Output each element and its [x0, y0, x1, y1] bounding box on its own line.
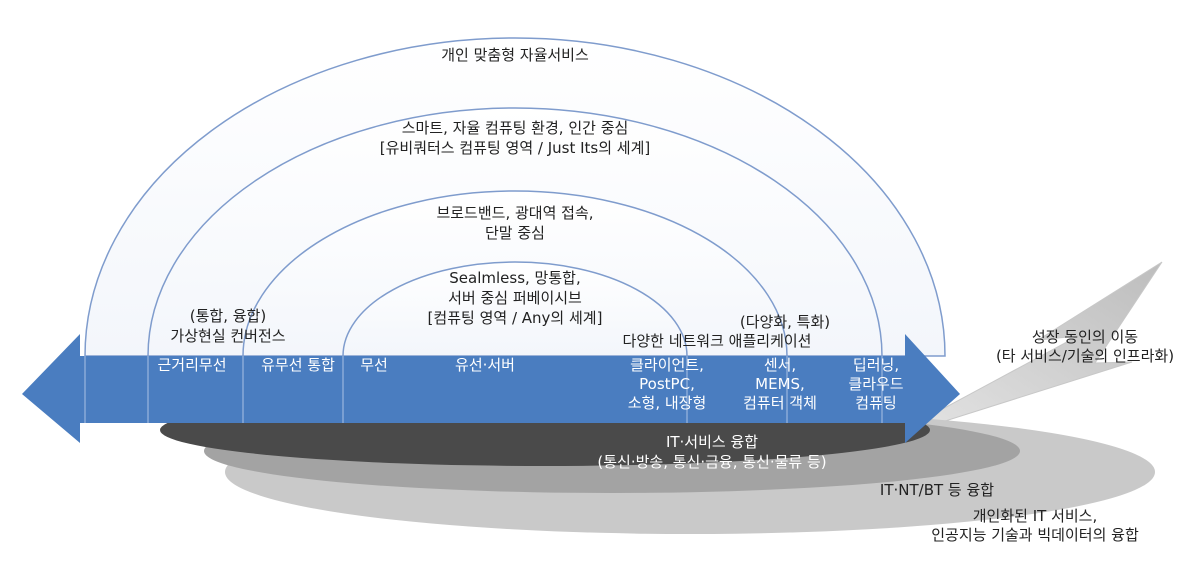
growth-text-2: (타 서비스/기술의 인프라화) — [995, 347, 1175, 365]
it-nt-bt-text: IT·NT/BT 등 융합 — [879, 481, 995, 499]
second-arc-text-1: 스마트, 자율 컴퓨팅 환경, 인간 중심 — [401, 119, 629, 137]
sensor-text-2: MEMS, — [755, 375, 805, 393]
convergence-text-2: 가상현실 컨버전스 — [170, 327, 286, 345]
client-text-2: PostPC, — [639, 375, 695, 393]
inner-arc — [342, 261, 688, 357]
growth-text-1: 성장 동인의 이동 — [1031, 328, 1139, 346]
deep-text-1: 딥러닝, — [852, 356, 900, 374]
personal-it-text-2: 인공지능 기술과 빅데이터의 융합 — [931, 526, 1139, 544]
second-arc-text-2: [유비쿼터스 컴퓨팅 영역 / Just Its의 세계] — [379, 139, 651, 157]
personal-it-label: 개인화된 IT 서비스, 인공지능 기술과 빅데이터의 융합 — [931, 507, 1139, 545]
arrow-wireless: 무선 — [360, 356, 388, 374]
inner-arc-label: Sealmless, 망통합, 서버 중심 퍼베이시브 [컴퓨팅 영역 / An… — [428, 268, 603, 328]
diversify-label: (다양화, 특화) — [740, 313, 830, 331]
outer-arc-label: 개인 맞춤형 자율서비스 — [441, 46, 589, 64]
sensor-text-3: 컴퓨터 객체 — [743, 394, 817, 412]
arrow-short-range: 근거리무선 — [157, 356, 226, 374]
arrow-sensor: 센서, MEMS, 컴퓨터 객체 — [743, 356, 817, 413]
wireless-text: 무선 — [360, 356, 388, 374]
third-arc-text-1: 브로드밴드, 광대역 접속, — [436, 204, 594, 222]
convergence-text-1: (통합, 융합) — [189, 307, 267, 325]
third-arc-label: 브로드밴드, 광대역 접속, 단말 중심 — [436, 203, 593, 243]
arrow-wired-server: 유선·서버 — [455, 356, 515, 374]
growth-bolt-shape — [884, 261, 1163, 441]
inner-arc-text-1: Sealmless, 망통합, — [449, 269, 581, 287]
it-service-label: IT·서비스 융합 (통신·방송, 통신·금융, 통신·물류 등) — [597, 432, 826, 472]
it-service-text-2: (통신·방송, 통신·금융, 통신·물류 등) — [597, 453, 827, 471]
convergence-label: (통합, 융합) 가상현실 컨버전스 — [170, 306, 285, 346]
deep-text-2: 클라우드 — [848, 375, 904, 393]
evolution-arrow — [22, 334, 960, 443]
deep-text-3: 컴퓨팅 — [855, 394, 897, 412]
short-range-text: 근거리무선 — [157, 356, 227, 374]
sensor-text-1: 센서, — [763, 356, 797, 374]
outer-arc-text: 개인 맞춤형 자율서비스 — [441, 46, 589, 64]
it-nt-bt-label: IT·NT/BT 등 융합 — [880, 481, 994, 499]
inner-arc-text-2: 서버 중심 퍼베이시브 — [448, 289, 582, 307]
third-arc-text-2: 단말 중심 — [485, 224, 545, 242]
inner-arc-text-3: [컴퓨팅 영역 / Any의 세계] — [427, 309, 603, 327]
diversify-text: (다양화, 특화) — [739, 313, 831, 331]
growth-shift-label: 성장 동인의 이동 (타 서비스/기술의 인프라화) — [996, 328, 1174, 366]
network-apps-label: 다양한 네트워크 애플리케이션 — [623, 332, 812, 350]
arrow-client: 클라이언트, PostPC, 소형, 내장형 — [628, 356, 707, 413]
network-apps-text: 다양한 네트워크 애플리케이션 — [622, 332, 812, 350]
second-arc-label: 스마트, 자율 컴퓨팅 환경, 인간 중심 [유비쿼터스 컴퓨팅 영역 / Ju… — [380, 118, 651, 158]
client-text-3: 소형, 내장형 — [627, 394, 707, 412]
client-text-1: 클라이언트, — [630, 356, 704, 374]
personal-it-text-1: 개인화된 IT 서비스, — [972, 507, 1098, 525]
wired-server-text: 유선·서버 — [455, 356, 515, 374]
it-service-text-1: IT·서비스 융합 — [665, 433, 759, 451]
arrow-deep-learning: 딥러닝, 클라우드 컴퓨팅 — [848, 356, 903, 413]
arrow-wired-wireless: 유무선 통합 — [261, 356, 335, 374]
wired-wireless-text: 유무선 통합 — [261, 356, 335, 374]
